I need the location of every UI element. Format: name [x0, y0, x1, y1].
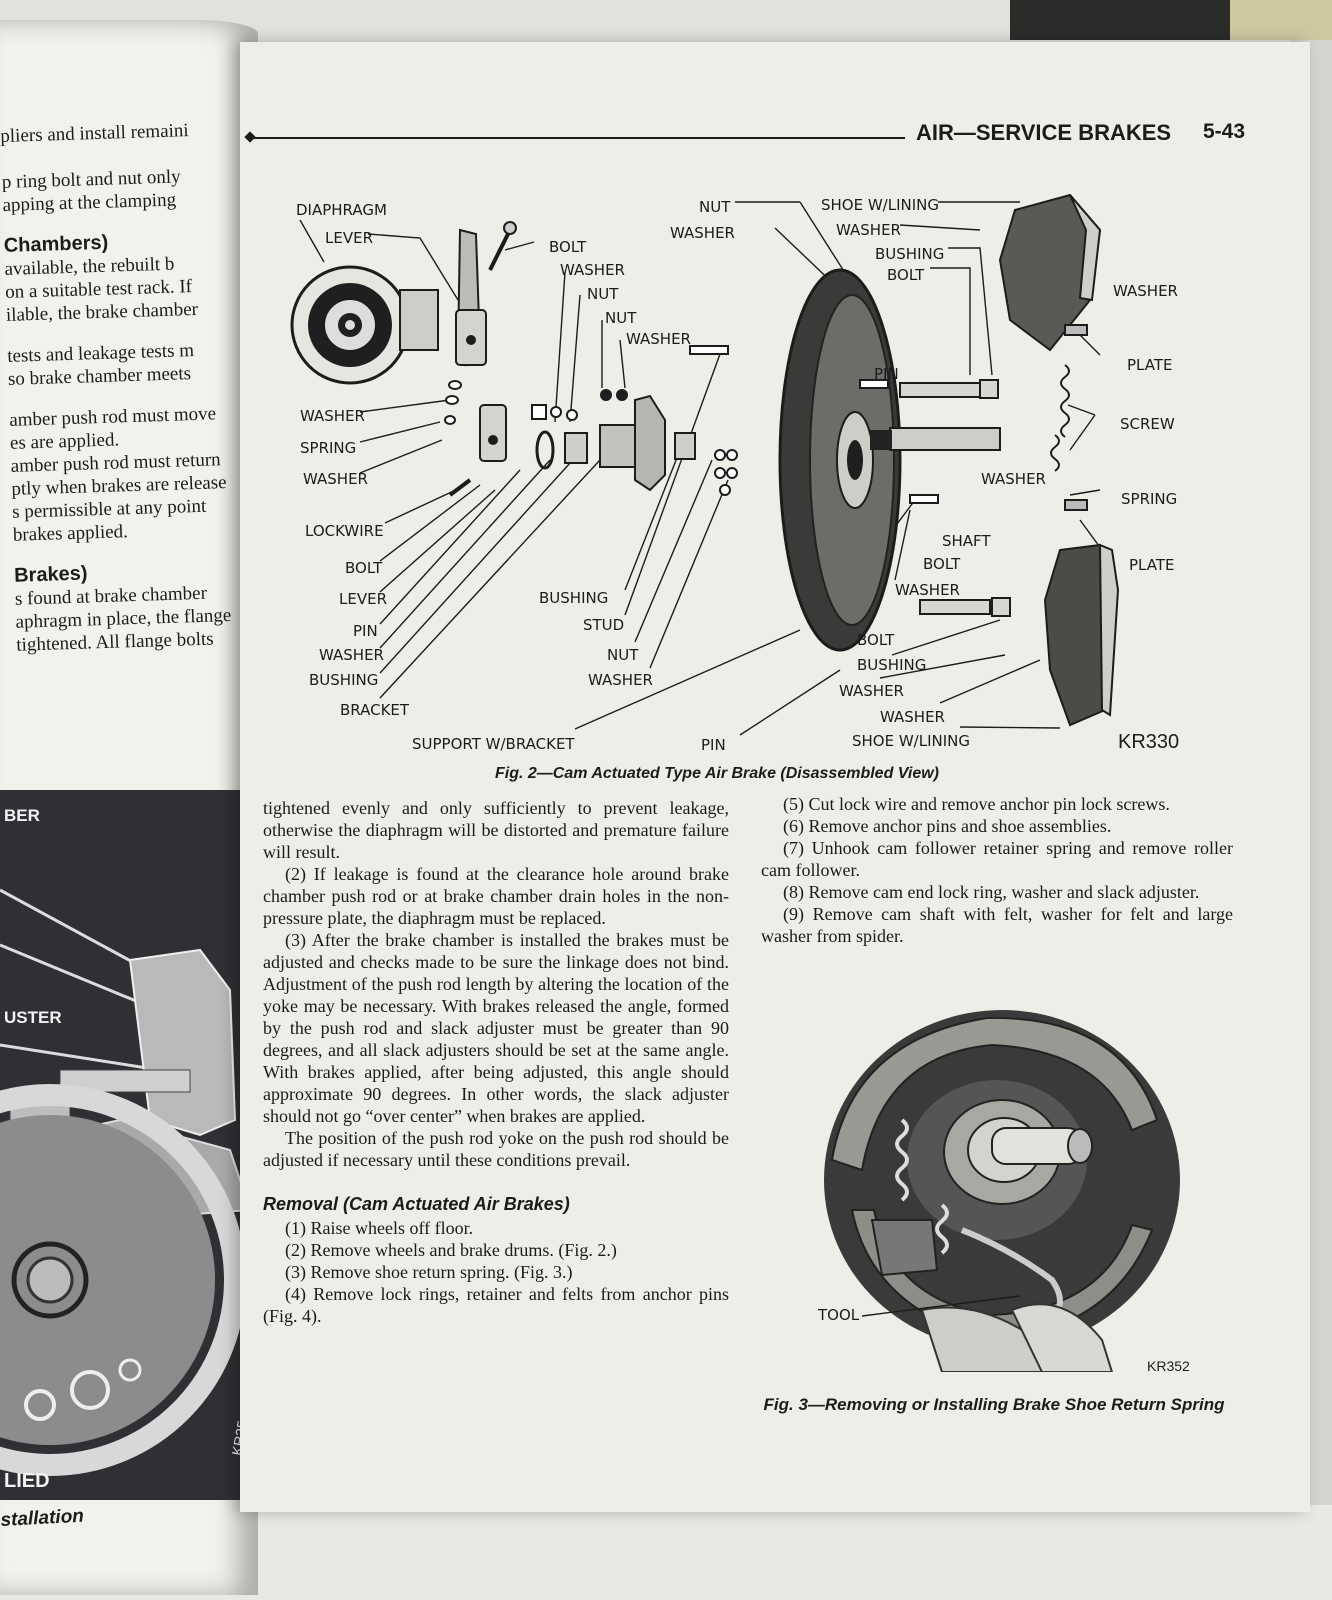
- label-bushing: BUSHING: [857, 656, 927, 674]
- tool-leader-line: [861, 1295, 1021, 1317]
- label-bolt: BOLT: [857, 631, 895, 649]
- label-nut: NUT: [607, 646, 639, 664]
- label-bracket: BRACKET: [340, 701, 410, 719]
- label-lockwire: LOCKWIRE: [305, 522, 384, 540]
- paragraph: (2) If leakage is found at the clearance…: [263, 864, 729, 928]
- label-washer: WASHER: [588, 671, 653, 689]
- panel-label: LIED: [4, 1470, 50, 1492]
- removal-heading: Removal (Cam Actuated Air Brakes): [263, 1194, 570, 1214]
- removal-step: (2) Remove wheels and brake drums. (Fig.…: [285, 1240, 617, 1260]
- removal-step: (1) Raise wheels off floor.: [285, 1218, 474, 1238]
- header-rule: [250, 137, 905, 139]
- label-shaft: SHAFT: [942, 532, 991, 550]
- label-washer: WASHER: [981, 470, 1046, 488]
- removal-step: (9) Remove cam shaft with felt, washer f…: [761, 904, 1233, 946]
- removal-step: (7) Unhook cam follower retainer spring …: [761, 838, 1233, 880]
- removal-step: (6) Remove anchor pins and shoe assembli…: [783, 816, 1112, 836]
- label-bolt: BOLT: [923, 555, 961, 573]
- panel-label: BER: [4, 806, 40, 825]
- removal-step: (3) Remove shoe return spring. (Fig. 3.): [285, 1262, 573, 1282]
- label-washer: WASHER: [670, 224, 735, 242]
- label-spring: SPRING: [1121, 490, 1178, 508]
- label-bolt: BOLT: [549, 238, 587, 256]
- label-washer: WASHER: [839, 682, 904, 700]
- label-washer: WASHER: [560, 261, 625, 279]
- paragraph: tightened evenly and only sufficiently t…: [263, 798, 729, 862]
- paragraph: (3) After the brake chamber is installed…: [263, 930, 729, 1126]
- label-plate: PLATE: [1127, 356, 1173, 374]
- left-figure-caption: stallation: [0, 1505, 85, 1531]
- label-bolt: BOLT: [345, 559, 383, 577]
- figure-3-code: KR352: [1147, 1358, 1190, 1374]
- paragraph: The position of the push rod yoke on the…: [263, 1128, 729, 1170]
- left-page-text: pliers and install remaini p ring bolt a…: [0, 117, 257, 656]
- label-diaphragm: DIAPHRAGM: [296, 201, 387, 219]
- label-washer: WASHER: [626, 330, 691, 348]
- figure-2-caption: Fig. 2—Cam Actuated Type Air Brake (Disa…: [495, 765, 939, 782]
- body-column-right: (5) Cut lock wire and remove anchor pin …: [761, 793, 1233, 947]
- page-number: 5-43: [1203, 120, 1246, 143]
- label-washer: WASHER: [1113, 282, 1178, 300]
- label-pin: PIN: [874, 365, 899, 383]
- body-column-left: tightened evenly and only sufficiently t…: [263, 797, 729, 1327]
- removal-step: (5) Cut lock wire and remove anchor pin …: [783, 794, 1170, 814]
- label-shoe-w-lining: SHOE W/LINING: [852, 732, 971, 750]
- label-stud: STUD: [583, 616, 625, 634]
- label-nut: NUT: [587, 285, 619, 303]
- label-bolt: BOLT: [887, 266, 925, 284]
- removal-step: (8) Remove cam end lock ring, washer and…: [783, 882, 1200, 902]
- panel-label: USTER: [4, 1008, 62, 1027]
- section-title: AIR—SERVICE BRAKES: [916, 120, 1172, 145]
- label-nut: NUT: [699, 198, 731, 216]
- label-lever: LEVER: [339, 590, 387, 608]
- label-washer: WASHER: [895, 581, 960, 599]
- figure-2-exploded-diagram: [290, 193, 1120, 736]
- label-lever: LEVER: [325, 229, 373, 247]
- label-washer: WASHER: [319, 646, 384, 664]
- left-figure-panel: BER USTER KR35 LIED: [0, 790, 258, 1500]
- label-pin: PIN: [353, 622, 378, 640]
- label-washer: WASHER: [836, 221, 901, 239]
- label-support-w-bracket: SUPPORT W/BRACKET: [412, 735, 575, 753]
- label-plate: PLATE: [1129, 556, 1175, 574]
- label-spring: SPRING: [300, 439, 357, 457]
- label-washer: WASHER: [303, 470, 368, 488]
- label-washer: WASHER: [880, 708, 945, 726]
- brake-assembly-illustration: [0, 888, 252, 1476]
- label-screw: SCREW: [1120, 415, 1175, 433]
- label-shoe-w-lining: SHOE W/LINING: [821, 196, 940, 214]
- label-washer: WASHER: [300, 407, 365, 425]
- label-bushing: BUSHING: [309, 671, 379, 689]
- background-object-cream: [1230, 0, 1332, 40]
- removal-step: (4) Remove lock rings, retainer and felt…: [263, 1284, 729, 1326]
- figure-3-caption: Fig. 3—Removing or Installing Brake Shoe…: [763, 1395, 1225, 1414]
- left-page: pliers and install remaini p ring bolt a…: [0, 20, 258, 1595]
- tool-label: TOOL: [818, 1306, 860, 1324]
- label-nut: NUT: [605, 309, 637, 327]
- label-pin: PIN: [701, 736, 726, 754]
- label-bushing: BUSHING: [539, 589, 609, 607]
- label-bushing: BUSHING: [875, 245, 945, 263]
- figure-2-code: KR330: [1118, 731, 1180, 753]
